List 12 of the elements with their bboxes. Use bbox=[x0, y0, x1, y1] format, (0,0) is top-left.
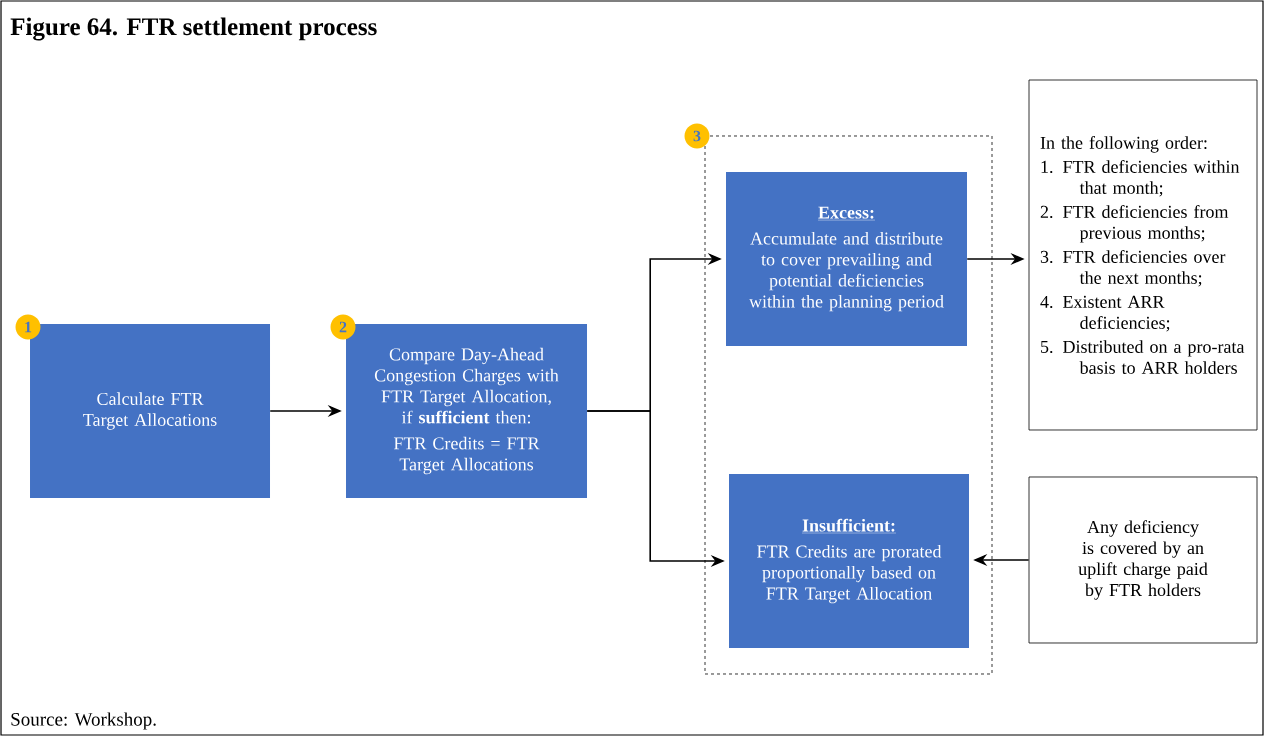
number-badge: 3 bbox=[684, 123, 710, 149]
list-box: In the following order: 1. FTR deficiencies within that month; 2. FTR deficiencies from previous months; 3. FTR deficiencies over the next months; 4. Existent ARR deficiencies; 5. Distributed on a pro-rata basis to ARR holders bbox=[1028, 79, 1258, 431]
figure-title: Figure 64. FTR settlement process bbox=[10, 17, 377, 41]
note-box: Any deficiency is covered by an uplift charge paid by FTR holders bbox=[1028, 476, 1258, 644]
number-badge: 2 bbox=[330, 314, 356, 340]
process-box: Compare Day-Ahead Congestion Charges with FTR Target Allocation, if sufficient then: FTR Credits = FTR Target Allocations bbox=[346, 324, 587, 498]
process-box: Excess: Accumulate and distribute to cover prevailing and potential deficiencies within the planning period bbox=[726, 172, 967, 346]
process-box: Calculate FTR Target Allocations bbox=[30, 324, 270, 498]
number-badge: 1 bbox=[15, 314, 41, 340]
process-box: Insufficient: FTR Credits are prorated proportionally based on FTR Target Allocation bbox=[729, 474, 969, 648]
source-note: Source: Workshop. bbox=[11, 712, 156, 730]
dashed-group-box bbox=[704, 135, 993, 675]
